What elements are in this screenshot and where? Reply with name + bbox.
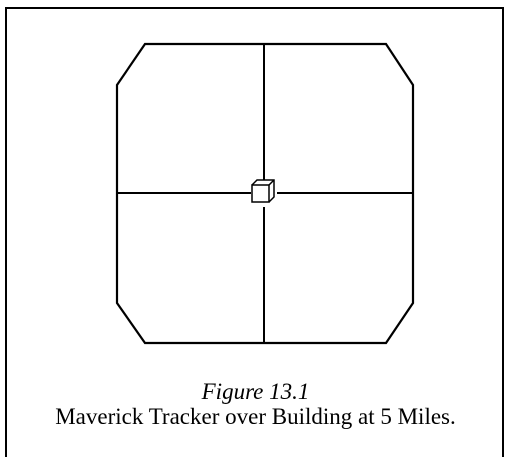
figure-label: Figure 13.1 (201, 379, 310, 404)
building-target-icon (251, 179, 275, 203)
figure-caption: Maverick Tracker over Building at 5 Mile… (55, 404, 456, 429)
octagonal-display-frame (115, 42, 415, 345)
figure-frame (5, 7, 504, 457)
